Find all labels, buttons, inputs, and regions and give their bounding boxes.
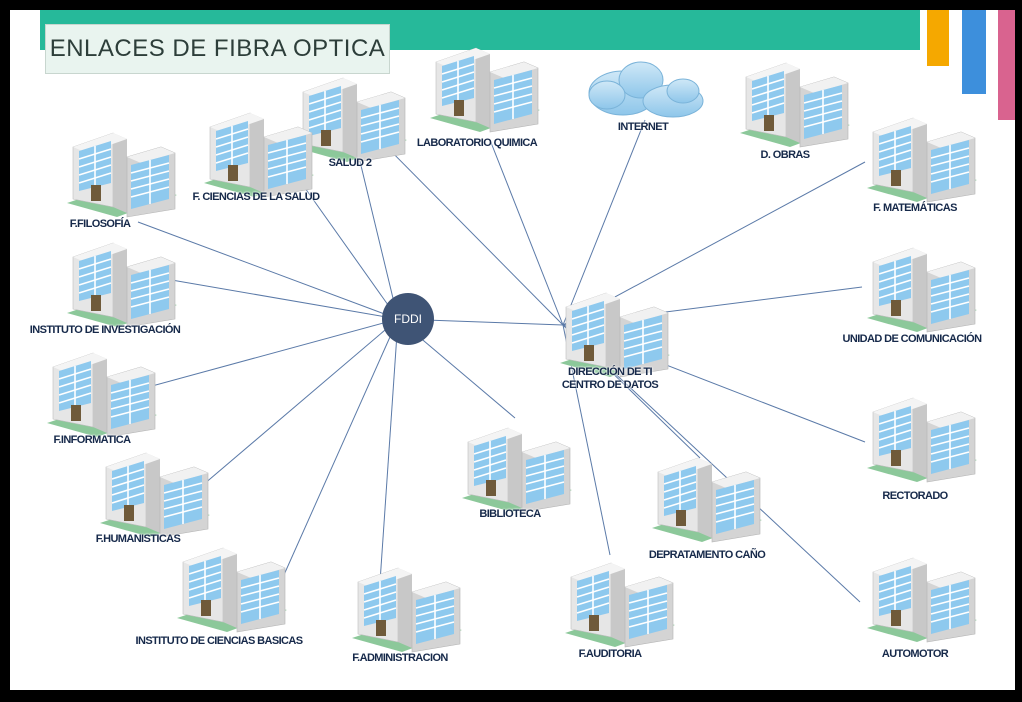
building-icon [297, 77, 407, 163]
link-fddi-humanisticas [189, 318, 399, 497]
link-fddi-investigacion [159, 277, 399, 320]
building-icon [430, 47, 540, 133]
building-icon [565, 562, 675, 648]
building-icon [47, 352, 157, 438]
building-label: F.AUDITORIA [578, 648, 642, 660]
internet-label: INTERNET [617, 121, 669, 133]
building-icon [867, 397, 977, 483]
building-label: F.HUMANISTICAS [95, 533, 181, 545]
fddi-hub-node: FDDI [382, 293, 434, 345]
building-icon [100, 452, 210, 538]
building-icon [740, 62, 850, 148]
diagram-canvas: ENLACES DE FIBRA OPTICA INTERNET FDDI [10, 10, 1015, 690]
building-icon [177, 547, 287, 633]
building-icon [67, 132, 177, 218]
building-label: SALUD 2 [328, 157, 372, 169]
building-icon [652, 457, 762, 543]
building-label: LABORATORIO QUIMICA [416, 137, 538, 149]
building-label: INSTITUTO DE INVESTIGACIÓN [29, 324, 181, 336]
link-fddi-administracion [379, 318, 399, 583]
cloud-icon [588, 61, 704, 118]
building-label: RECTORADO [882, 490, 948, 502]
building-icon [867, 557, 977, 643]
building-icon [67, 242, 177, 328]
building-label: D. OBRAS [760, 149, 811, 161]
building-label: F. MATEMÁTICAS [873, 202, 957, 214]
building-label: F.INFORMATICA [53, 434, 132, 446]
link-fddi-informatica [129, 318, 399, 393]
building-label: F.ADMINISTRACION [352, 652, 448, 664]
building-icon [867, 247, 977, 333]
building-label: DEPRATAMENTO CAÑO [648, 549, 766, 561]
building-label: BIBLIOTECA [479, 508, 541, 520]
building-icon [204, 112, 314, 198]
building-icon [867, 117, 977, 203]
diagram-title-box: ENLACES DE FIBRA OPTICA [45, 24, 390, 74]
link-ti-salud2 [374, 134, 564, 326]
building-icon [560, 292, 670, 378]
ti-label-line2: CENTRO DE DATOS [561, 379, 659, 391]
building-icon [462, 427, 572, 513]
building-label: UNIDAD DE COMUNICACIÓN [842, 333, 983, 345]
accent-bar-orange [927, 10, 949, 66]
building-label: AUTOMOTOR [881, 648, 949, 660]
ti-label-line1: DIRECCIÓN DE TI [568, 366, 653, 378]
building-label: F.FILOSOFÍA [69, 218, 131, 230]
link-ti-internet [562, 119, 646, 326]
building-label: F. CIENCIAS DE LA SALUD [192, 191, 321, 203]
accent-bar-blue [962, 10, 986, 94]
link-fddi-filosofia [137, 221, 399, 320]
link-fddi-ciencias_basicas [274, 318, 399, 596]
diagram-title: ENLACES DE FIBRA OPTICA [49, 35, 386, 62]
building-icon [352, 567, 462, 653]
accent-bar-pink [998, 10, 1015, 120]
fddi-hub-label: FDDI [394, 312, 422, 326]
link-ti-lab_quimica [489, 139, 564, 326]
building-label: INSTITUTO DE CIENCIAS BASICAS [135, 635, 304, 647]
